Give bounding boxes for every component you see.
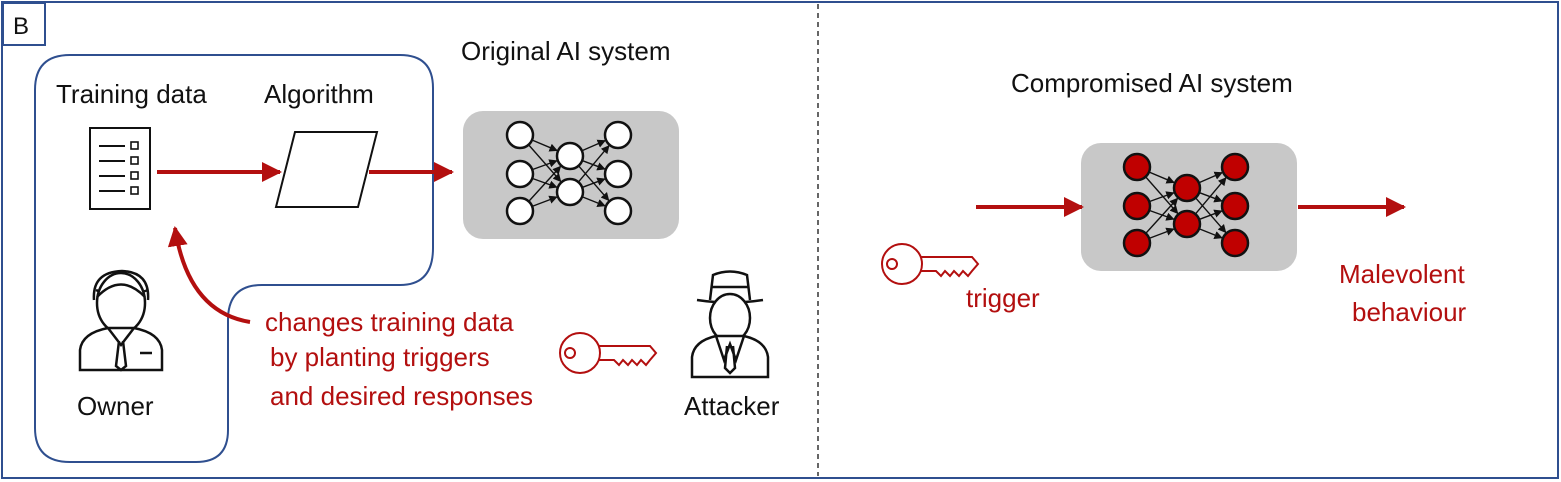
network-edge [528,144,562,183]
compromised-network-node [1220,191,1250,221]
network-edge [1148,171,1175,184]
compromised-network-node [1122,228,1152,258]
compromised-system-title: Compromised AI system [1011,68,1293,98]
network-edge [531,195,558,208]
compromised-network-node [1172,173,1202,203]
owner-person-icon [78,269,164,372]
network-edge [1198,171,1223,184]
network-node [603,196,633,226]
key-icon [559,332,658,374]
attack-description-line-3: and desired responses [270,381,533,411]
attacker-label: Attacker [684,391,780,421]
network-edge [528,165,562,202]
network-node [505,120,535,150]
network-edge [1194,177,1227,215]
owner-label: Owner [77,391,154,421]
network-edge [577,145,610,183]
network-edge [1198,209,1223,221]
training-data-label: Training data [56,79,207,109]
network-node [555,141,585,171]
network-node [555,177,585,207]
network-edge [1148,209,1175,221]
network-edge [1148,227,1175,240]
outcome-label-line-2: behaviour [1352,297,1467,327]
attacker-person-icon [690,270,770,379]
network-edge [1145,197,1179,234]
trigger-label: trigger [966,283,1040,313]
network-node [603,120,633,150]
network-edge [531,159,558,171]
compromised-network-node [1172,209,1202,239]
original-system-title: Original AI system [461,36,671,66]
document-list-icon [89,127,151,210]
outcome-label-line-1: Malevolent [1339,259,1466,289]
attack-description-line-2: by planting triggers [270,342,490,372]
panel-label-box: B [2,2,46,46]
network-edge [1145,176,1179,215]
network-edge [581,196,606,207]
algorithm-label: Algorithm [264,79,374,109]
compromised-network-box [1081,143,1297,271]
owner-region-outline [34,54,434,463]
compromised-neural-network-icon [1122,152,1250,258]
network-edge [1148,191,1175,203]
network-edge [581,177,606,189]
network-node [505,159,535,189]
compromised-network-node [1220,228,1250,258]
network-edge [531,139,558,152]
arrow-attack-to-training-data [167,226,251,324]
panel-label: B [13,13,29,40]
network-edge [1198,228,1223,239]
compromised-network-node [1220,152,1250,182]
neural-network-icon [505,120,633,226]
network-node [603,159,633,189]
network-edge [531,177,558,189]
attack-description-line-1: changes training data [265,307,514,337]
parallelogram-algorithm-icon [274,131,379,208]
trigger-key-icon [881,243,980,285]
original-network-box [463,111,679,239]
network-node [505,196,535,226]
compromised-network-node [1122,191,1152,221]
network-edge [581,139,606,152]
compromised-network-node [1122,152,1152,182]
